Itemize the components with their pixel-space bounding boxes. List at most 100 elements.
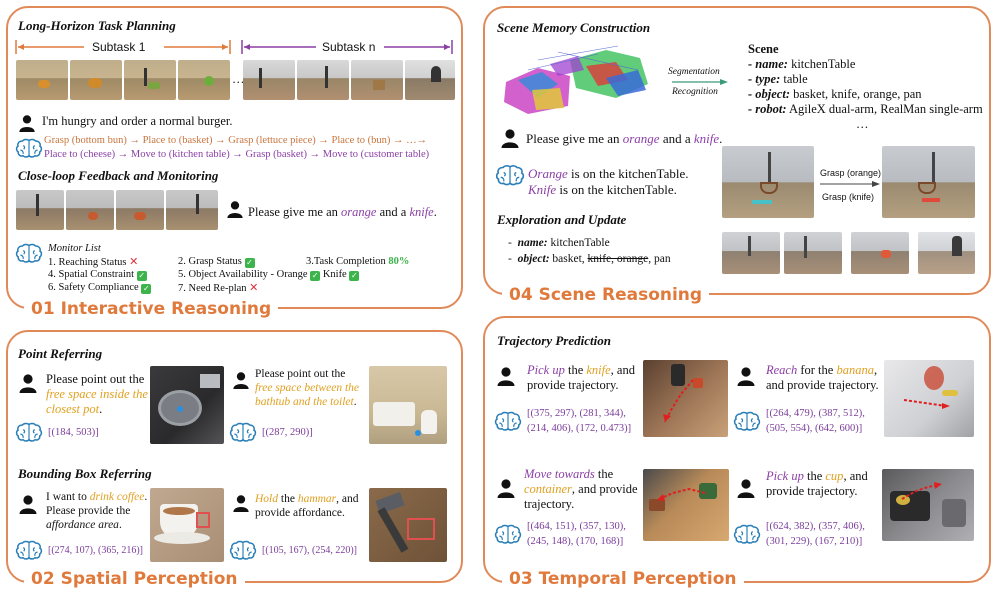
section-bbox-referring: Bounding Box Referring (18, 466, 152, 481)
user-icon (500, 128, 520, 148)
subtask-1-label: Subtask 1 (92, 40, 146, 54)
point-question-bathroom: Please point out the free space between … (255, 368, 359, 408)
traj-answer-container-2: (245, 148), (170, 168)] (527, 536, 624, 547)
cross-icon: ✕ (129, 255, 139, 268)
section-exploration: Exploration and Update (497, 212, 627, 227)
feedback-frame-3 (116, 190, 164, 230)
cross-icon: ✕ (249, 281, 259, 294)
grasp-knife-label: Grasp (knife) (822, 192, 875, 202)
user-message-orange-knife: Please give me an orange and a knife. (248, 205, 437, 219)
brain-icon (733, 410, 761, 432)
traj-answer-container-1: [(464, 151), (357, 130), (527, 521, 626, 532)
user-icon (226, 200, 244, 218)
burger-frame-5 (243, 60, 295, 100)
user-icon (736, 478, 756, 498)
grasp-scene-after (882, 146, 975, 218)
explore-object: - object: basket, knife, orange, pan (508, 253, 671, 265)
grasp-orange-label: Grasp (orange) (820, 168, 882, 178)
monitor-item-5: 5. Object Availability - Orange ✓ Knife … (178, 269, 360, 281)
brain-icon (15, 421, 43, 443)
point-answer-pot: [(184, 503)] (48, 427, 99, 438)
brain-icon (494, 410, 522, 432)
scene-type: - type: table (748, 72, 808, 86)
user-icon (496, 478, 516, 498)
explore-frame-3 (851, 232, 909, 274)
point-answer-bathroom: [(287, 290)] (262, 427, 313, 438)
traj-answer-cup-1: [(624, 382), (357, 406), (766, 521, 865, 532)
panel-title-temporal: 03 Temporal Perception (502, 569, 744, 589)
scene-name: - name: kitchenTable (748, 57, 856, 71)
plan-line-2: Place to (cheese) → Move to (kitchen tab… (44, 149, 430, 160)
brain-icon (15, 242, 43, 264)
check-icon: ✓ (310, 271, 321, 281)
traj-answer-knife-1: [(375, 297), (281, 344), (527, 408, 626, 419)
grasp-arrow (820, 181, 880, 187)
plan-line-1: Grasp (bottom bun) → Place to (basket) →… (44, 135, 428, 146)
monitor-item-3: 3.Task Completion 80% (306, 256, 410, 267)
scene-dots: … (856, 117, 869, 131)
scene-user-message: Please give me an orange and a knife. (526, 131, 723, 146)
feedback-frame-2 (66, 190, 114, 230)
traj-question-banana: Reach for the banana, and provide trajec… (766, 363, 879, 392)
section-scene-memory: Scene Memory Construction (497, 20, 651, 35)
bathroom-image (369, 366, 447, 444)
cup-scene-image (882, 469, 974, 541)
section-long-horizon: Long-Horizon Task Planning (18, 18, 176, 33)
monitor-item-6: 6. Safety Compliance ✓ (48, 282, 152, 294)
point-question-pot: Please point out the free space inside t… (46, 372, 148, 416)
explore-name: - name: kitchenTable (508, 237, 610, 249)
feedback-frame-4 (166, 190, 218, 230)
monitor-item-1: 1. Reaching Status ✕ (48, 255, 139, 268)
user-icon (496, 366, 516, 386)
feedback-frame-1 (16, 190, 64, 230)
point-cloud-image (504, 45, 648, 114)
bbox-question-hammer: Hold the hammar, and provide affordance. (255, 493, 359, 519)
scene-robot: - robot: AgileX dual-arm, RealMan single… (748, 102, 983, 116)
traj-answer-knife-2: (214, 406), (172, 0.473)] (527, 423, 632, 434)
explore-frame-1 (722, 232, 780, 274)
monitor-item-2: 2. Grasp Status ✓ (178, 256, 255, 268)
user-icon (736, 366, 756, 386)
segmentation-label: Segmentation (668, 67, 720, 77)
check-icon: ✓ (136, 271, 147, 281)
burger-frame-6 (297, 60, 349, 100)
bbox-answer-coffee: [(274, 107), (365, 216)] (48, 545, 143, 556)
user-icon (18, 114, 36, 132)
subtask-n-label: Subtask n (322, 40, 376, 54)
bbox-answer-hammer: [(105, 167), (254, 220)] (262, 545, 357, 556)
section-point-referring: Point Referring (18, 346, 103, 361)
burger-frame-1 (16, 60, 68, 100)
panel-title-spatial: 02 Spatial Perception (24, 569, 245, 589)
traj-question-knife: Pick up the knife, and provide trajector… (527, 363, 635, 392)
scene-answer-orange: Orange is on the kitchenTable. (528, 166, 689, 181)
container-scene-image (643, 469, 729, 541)
brain-icon (229, 421, 257, 443)
brain-icon (229, 539, 257, 561)
scene-object: - object: basket, knife, orange, pan (748, 87, 922, 101)
grasp-scene-before (722, 146, 814, 218)
scene-answer-knife: Knife is on the kitchenTable. (528, 182, 677, 197)
traj-answer-banana-1: [(264, 479), (387, 512), (766, 408, 865, 419)
burger-frame-7 (351, 60, 403, 100)
brain-icon (495, 163, 525, 187)
recognition-label: Recognition (672, 87, 718, 97)
user-message-burger: I'm hungry and order a normal burger. (42, 114, 233, 128)
panel-interactive-reasoning (6, 6, 463, 309)
panel-title-interactive: 01 Interactive Reasoning (24, 299, 279, 319)
hammer-image (369, 488, 447, 562)
filmstrip-ellipsis: … (232, 72, 245, 86)
bbox-question-coffee: I want to drink coffee. Please provide t… (46, 491, 148, 531)
check-icon: ✓ (244, 258, 255, 268)
check-icon: ✓ (141, 284, 152, 294)
scene-heading: Scene (748, 42, 779, 56)
user-icon (232, 494, 250, 512)
check-icon: ✓ (349, 271, 360, 281)
knife-scene-image (643, 360, 728, 437)
traj-question-container: Move towards the container, and provide … (524, 467, 638, 511)
explore-frame-2 (784, 232, 842, 274)
user-icon (232, 371, 250, 389)
monitor-item-4: 4. Spatial Constraint ✓ (48, 269, 147, 281)
monitor-title: Monitor List (48, 243, 101, 254)
traj-question-cup: Pick up the cup, and provide trajectory. (766, 469, 868, 498)
traj-answer-banana-2: (505, 554), (642, 600)] (766, 423, 863, 434)
